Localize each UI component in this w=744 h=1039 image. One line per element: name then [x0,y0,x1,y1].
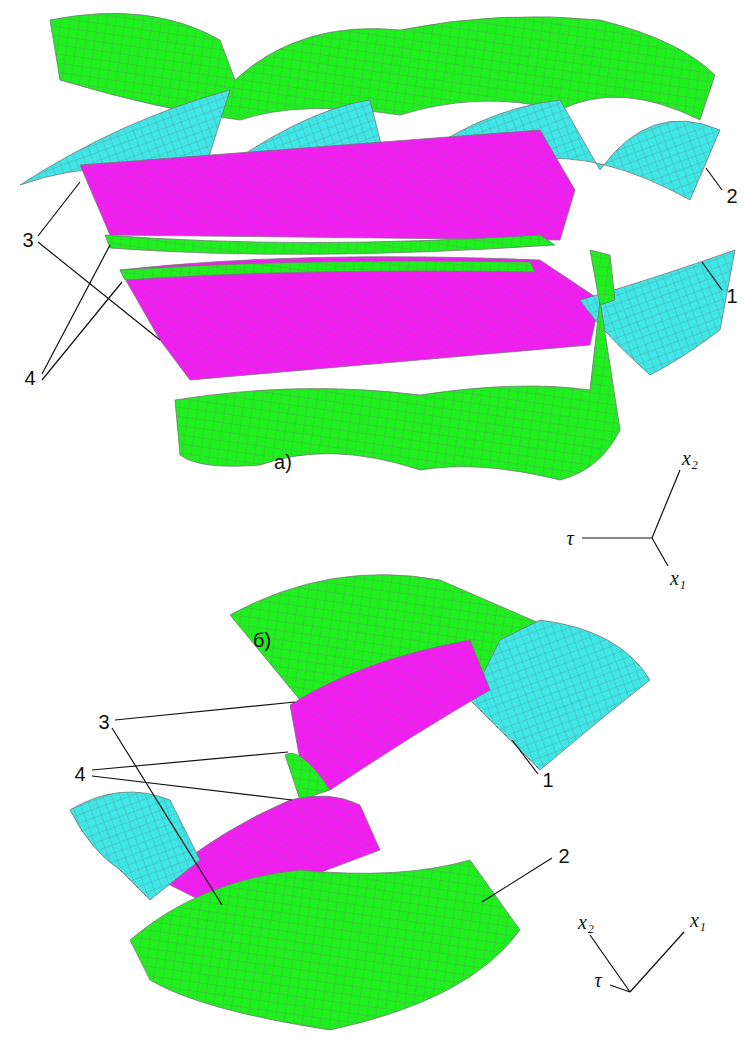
callout-number: 1 [726,286,737,306]
callout-number: 3 [22,230,33,250]
callout-number: а) [274,452,292,472]
callout-number: 2 [726,186,737,206]
axis-label: x₂ [578,912,594,932]
callout-number: 3 [98,712,109,732]
callout-number: 4 [74,764,85,784]
callout-number: 1 [542,770,553,790]
axis-label: τ [594,970,601,990]
callout-number: 2 [558,846,569,866]
axis-label: τ [566,528,573,548]
callout-number: б) [253,630,271,650]
axis-label: x₂ [682,448,698,468]
axis-label: x₁ [690,910,706,930]
axis-label: x₁ [670,568,686,588]
callout-number: 4 [24,368,35,388]
